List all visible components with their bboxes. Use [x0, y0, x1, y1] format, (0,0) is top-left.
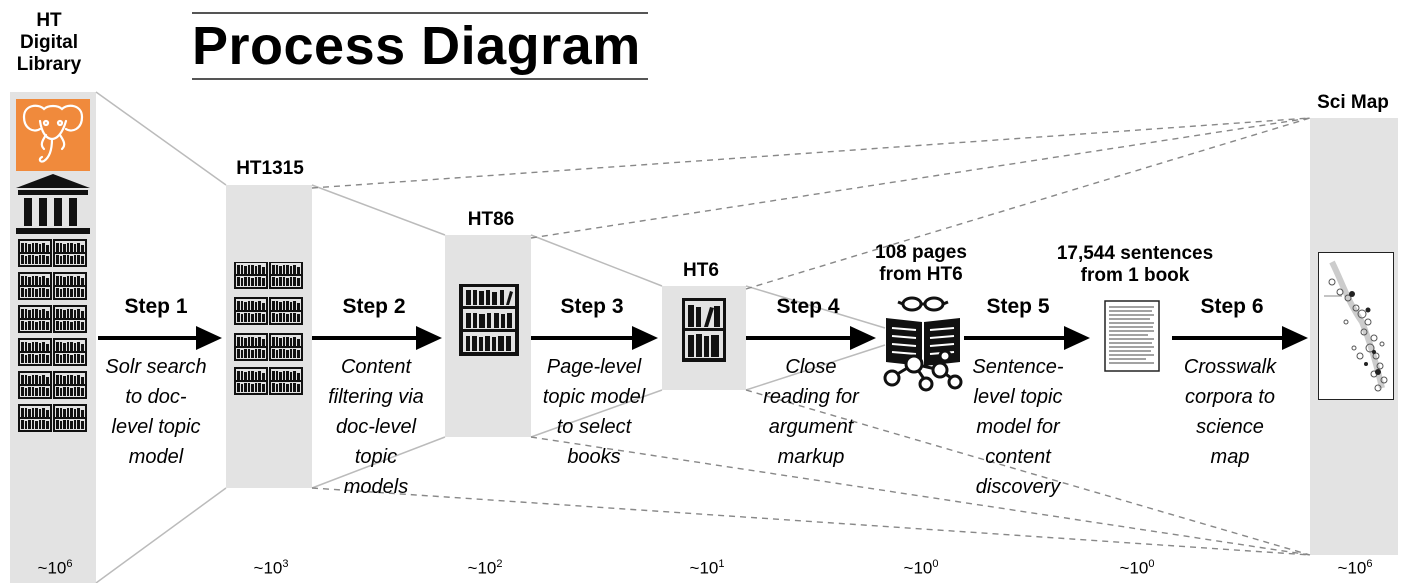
column-label-ht6: HT6: [683, 260, 719, 281]
step-4-description: Close reading for argument markup: [763, 356, 859, 468]
step-2-description: Content filtering via doc-level topic mo…: [328, 356, 424, 498]
step-3-label: Step 3: [560, 295, 624, 318]
column-label-ht-digital-library: HT Digital Library: [16, 10, 82, 75]
column-label-sci-map: Sci Map: [1317, 92, 1389, 113]
step-6-label: Step 6: [1200, 295, 1264, 318]
magnitude-label: ~101: [689, 558, 725, 578]
column-label-ht86: HT86: [467, 209, 515, 230]
reader-icon: [883, 296, 963, 392]
step-5-description: Sentence- level topic model for content …: [972, 356, 1064, 498]
library-building-icon: [14, 174, 92, 234]
column-label-108-pages: 108 pages from HT6: [875, 242, 967, 285]
magnitude-label: ~106: [37, 558, 73, 578]
science-map-icon: [1318, 252, 1394, 400]
page-title: Process Diagram: [192, 12, 648, 80]
step-2-label: Step 2: [342, 295, 406, 318]
column-label-ht1315: HT1315: [236, 158, 304, 179]
magnitude-label: ~102: [467, 558, 503, 578]
step-6-description: Crosswalk corpora to science map: [1183, 356, 1277, 468]
step-4-label: Step 4: [776, 295, 840, 318]
column-label-sentences: 17,544 sentences from 1 book: [1056, 243, 1214, 286]
magnitude-label: ~103: [253, 558, 289, 578]
step-1-label: Step 1: [124, 295, 188, 318]
bookshelf-icon: [682, 298, 726, 362]
step-3-description: Page-level topic model to select books: [542, 356, 646, 468]
bookshelf-icon: [459, 284, 519, 356]
magnitude-label: ~100: [1119, 558, 1155, 578]
bookshelf-icon: [234, 262, 303, 395]
step-5-label: Step 5: [986, 295, 1050, 318]
magnitude-label: ~100: [903, 558, 939, 578]
column-ht-digital-library: [10, 92, 96, 583]
elephant-logo-icon: [16, 99, 90, 171]
document-icon: [1104, 300, 1160, 372]
bookshelf-icon: [18, 239, 87, 432]
magnitude-label: ~106: [1337, 558, 1373, 578]
step-1-description: Solr search to doc- level topic model: [105, 356, 207, 468]
